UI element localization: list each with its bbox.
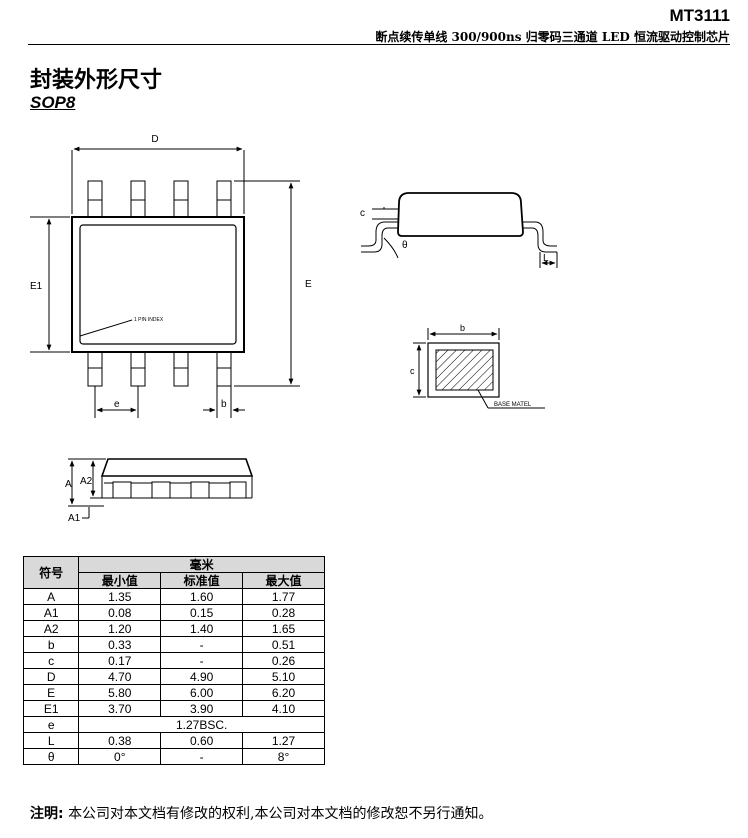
dim-A-label: A <box>65 479 72 490</box>
note-text: 本公司对本文档有修改的权利,本公司对本文档的修改恕不另行通知。 <box>68 806 493 822</box>
dim-b-section-label: b <box>460 323 465 333</box>
section-title: 封装外形尺寸 <box>30 67 163 93</box>
footer-note: 注明: 本公司对本文档有修改的权利,本公司对本文档的修改恕不另行通知。 <box>30 803 493 823</box>
package-drawing: D E1 E e b 1 PIN INDEX c θ L b c BASE MA… <box>30 134 558 524</box>
header-subtitle: 断点续传单线 300/900ns 归零码三通道 LED 恒流驱动控制芯片 <box>375 30 730 44</box>
side-view <box>361 192 558 268</box>
pin-index-label: 1 PIN INDEX <box>134 317 164 323</box>
top-leads <box>87 180 232 218</box>
unit-header: 毫米 <box>78 556 325 573</box>
package-body-outline <box>71 216 245 353</box>
dim-e-label: e <box>114 399 120 410</box>
max-header: 最大值 <box>242 572 325 589</box>
base-metal-label: BASE MATEL <box>494 402 532 408</box>
front-view <box>68 458 254 519</box>
header-divider <box>28 44 730 45</box>
header-model: MT3111 <box>669 6 731 25</box>
dim-A1-label: A1 <box>68 513 81 524</box>
min-header: 最小值 <box>78 572 162 589</box>
symbol-header: 符号 <box>22 556 80 589</box>
dim-D-label: D <box>151 134 158 145</box>
dim-A2-label: A2 <box>80 476 93 487</box>
dim-E1-label: E1 <box>30 281 43 292</box>
dim-theta-label: θ <box>402 240 408 251</box>
dim-b-label: b <box>221 399 227 410</box>
dim-E-label: E <box>305 279 312 290</box>
package-name: SOP8 <box>30 93 76 112</box>
dim-c-section-label: c <box>410 366 415 376</box>
top-view <box>30 146 300 418</box>
nom-header: 标准值 <box>160 572 244 589</box>
bottom-leads <box>87 349 232 387</box>
dim-c-side-label: c <box>360 208 365 219</box>
note-label: 注明: <box>30 806 64 822</box>
dim-L-label: L <box>543 253 549 264</box>
section-view <box>413 328 545 409</box>
